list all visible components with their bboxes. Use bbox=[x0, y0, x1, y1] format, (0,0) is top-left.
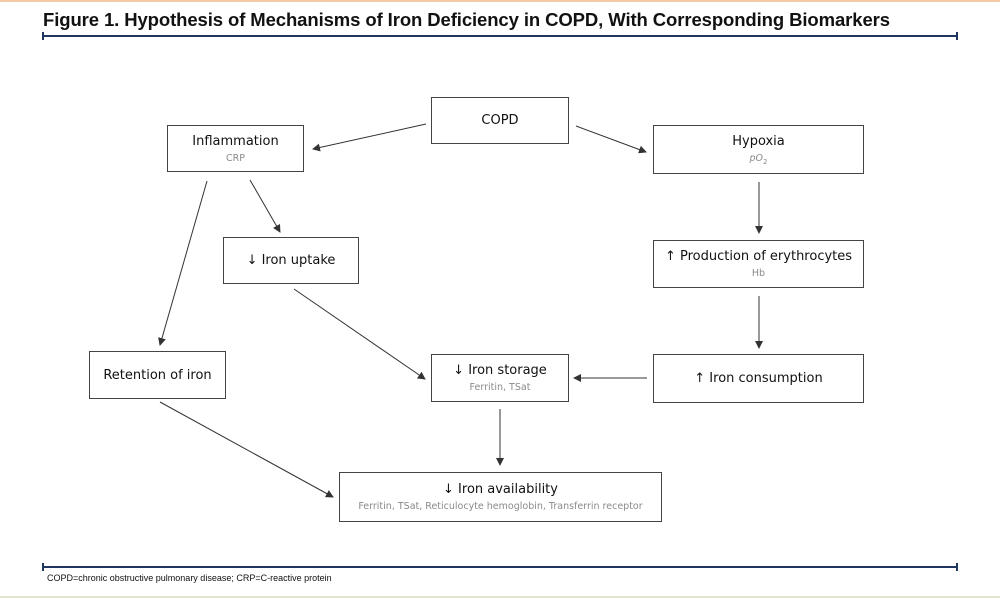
arrow-copd-to-inflammation bbox=[312, 123, 427, 152]
node-production-biomarker: Hb bbox=[751, 268, 766, 279]
node-iron-storage: ↓ Iron storage Ferritin, TSat bbox=[431, 354, 569, 402]
node-iron-availability-biomarker: Ferritin, TSat, Reticulocyte hemoglobin,… bbox=[358, 501, 643, 512]
node-iron-storage-biomarker: Ferritin, TSat bbox=[469, 382, 531, 393]
arrow-inflammation-to-iron-uptake bbox=[249, 179, 281, 233]
node-iron-availability-label: ↓ Iron availability bbox=[443, 482, 558, 497]
node-iron-consumption: ↑ Iron consumption bbox=[653, 354, 864, 403]
node-production-of-erythrocytes: ↑ Production of erythrocytes Hb bbox=[653, 240, 864, 288]
node-inflammation-biomarker: CRP bbox=[226, 152, 245, 164]
node-iron-consumption-label: ↑ Iron consumption bbox=[694, 371, 823, 386]
footnote-rule bbox=[42, 563, 958, 571]
node-retention-label: Retention of iron bbox=[103, 367, 212, 383]
figure-title: Figure 1. Hypothesis of Mechanisms of Ir… bbox=[43, 9, 890, 30]
arrow-iron-uptake-to-storage bbox=[293, 288, 426, 380]
top-accent-line bbox=[0, 0, 1000, 2]
footnote: COPD=chronic obstructive pulmonary disea… bbox=[47, 573, 332, 583]
node-iron-uptake: ↓ Iron uptake bbox=[223, 237, 359, 284]
node-production-label: ↑ Production of erythrocytes bbox=[664, 249, 853, 264]
node-inflammation: Inflammation CRP bbox=[167, 125, 304, 172]
node-hypoxia: Hypoxia pO2 bbox=[653, 125, 864, 174]
title-rule bbox=[42, 32, 958, 40]
node-iron-storage-label: ↓ Iron storage bbox=[453, 363, 547, 378]
node-hypoxia-biomarker-prefix: pO bbox=[749, 152, 764, 164]
bottom-accent-line bbox=[0, 596, 1000, 598]
node-iron-uptake-label: ↓ Iron uptake bbox=[246, 253, 336, 268]
node-copd: COPD bbox=[431, 97, 569, 144]
node-retention-of-iron: Retention of iron bbox=[89, 351, 226, 399]
node-iron-availability: ↓ Iron availability Ferritin, TSat, Reti… bbox=[339, 472, 662, 522]
node-hypoxia-biomarker-subscript: 2 bbox=[763, 157, 768, 166]
node-copd-label: COPD bbox=[481, 113, 519, 128]
arrow-copd-to-hypoxia bbox=[575, 125, 647, 154]
arrow-retention-to-availability bbox=[159, 401, 334, 498]
node-hypoxia-label: Hypoxia bbox=[732, 133, 785, 149]
node-hypoxia-biomarker: pO2 bbox=[750, 153, 768, 166]
node-inflammation-label: Inflammation bbox=[192, 133, 279, 149]
arrow-inflammation-to-retention bbox=[158, 180, 208, 346]
